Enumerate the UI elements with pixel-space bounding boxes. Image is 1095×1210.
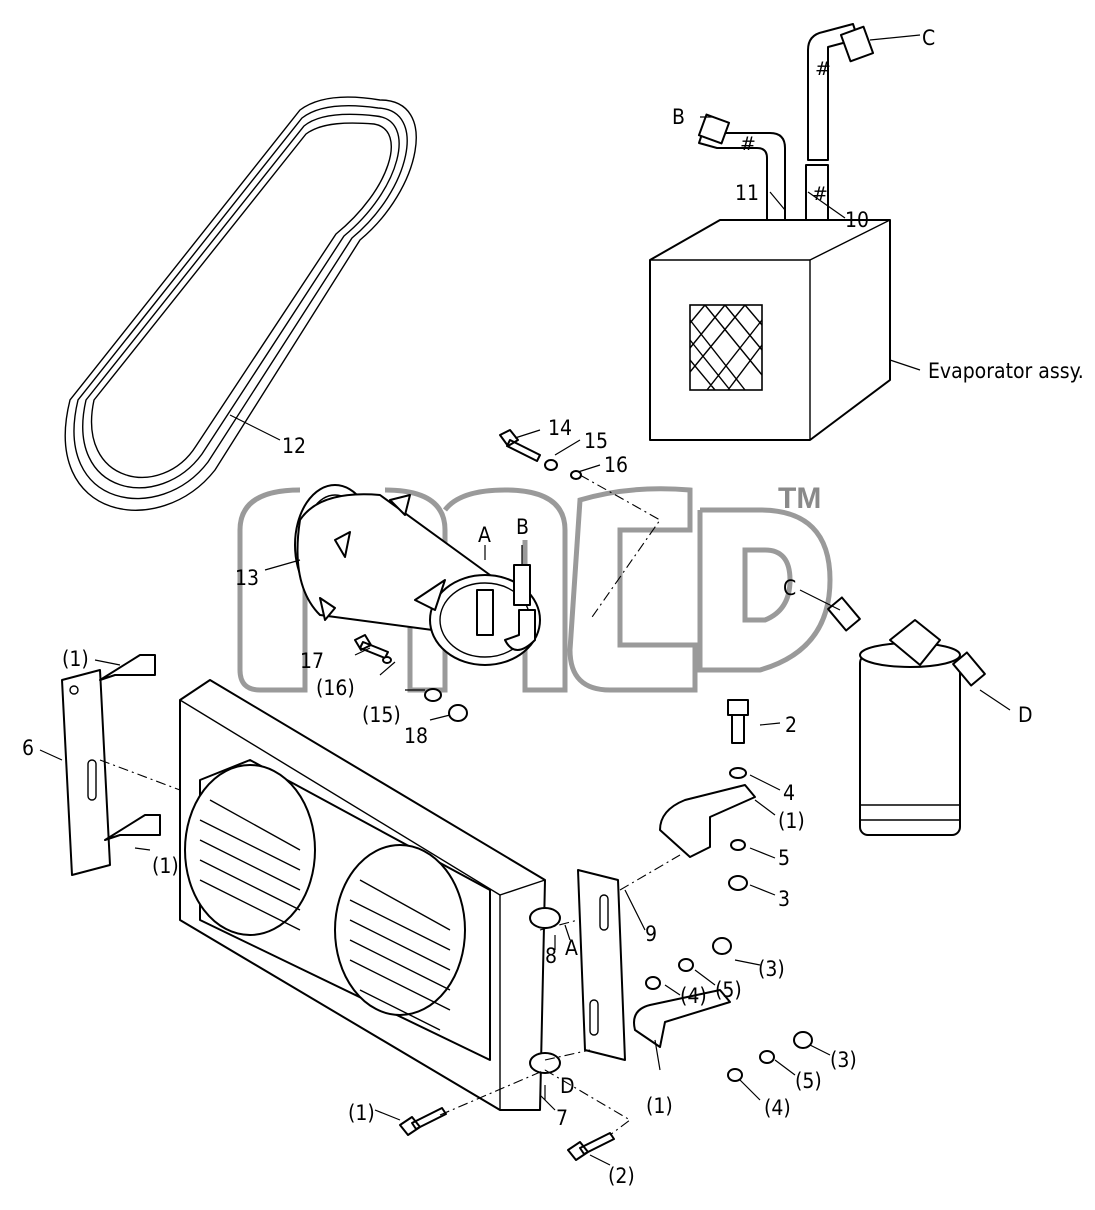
bolt-17	[354, 634, 389, 659]
bracket-right-lower	[633, 989, 731, 1048]
label-6: 6	[22, 736, 34, 760]
label-4: 4	[783, 781, 795, 805]
label-15: 15	[584, 429, 608, 453]
label-16p: (16)	[316, 676, 355, 700]
label-4p-b: (4)	[764, 1096, 791, 1120]
nut-3	[728, 875, 748, 891]
washer-16	[570, 470, 582, 480]
bracket-9	[577, 869, 626, 1061]
nut-3a	[712, 937, 732, 955]
nut-3b	[793, 1031, 813, 1049]
label-2: 2	[785, 713, 797, 737]
evaporator-vent-grille	[689, 304, 763, 391]
label-5p-b: (5)	[795, 1069, 822, 1093]
label-9: 9	[645, 922, 657, 946]
bolt-2b	[567, 1132, 615, 1161]
label-4p-a: (4)	[680, 984, 707, 1008]
label-b-comp: B	[516, 515, 529, 539]
condenser	[179, 679, 546, 1111]
label-13: 13	[235, 566, 259, 590]
washer-15	[544, 459, 558, 471]
trademark-mark: TM	[778, 482, 821, 515]
label-3: 3	[778, 887, 790, 911]
label-10: 10	[845, 208, 869, 232]
washer-4	[729, 767, 747, 779]
drive-belt	[64, 96, 417, 511]
label-3p-a: (3)	[758, 957, 785, 981]
label-3p-b: (3)	[830, 1048, 857, 1072]
label-18: 18	[404, 724, 428, 748]
label-11: 11	[735, 181, 759, 205]
lockwasher-5a	[678, 958, 694, 972]
label-5: 5	[778, 846, 790, 870]
bracket-right-upper	[659, 784, 756, 858]
label-16: 16	[604, 453, 628, 477]
receiver-drier	[827, 596, 986, 836]
label-15p: (15)	[362, 703, 401, 727]
bolt-2	[727, 699, 749, 744]
fitting-8	[529, 907, 561, 929]
label-1-bracket-top: (1)	[62, 647, 89, 671]
svg-text:#: #	[812, 183, 828, 205]
label-evaporator: Evaporator assy.	[928, 359, 1084, 383]
washer-4a	[645, 976, 661, 990]
label-c-drier: C	[783, 576, 796, 600]
leader-lines	[39, 34, 1011, 1166]
label-b-top: B	[672, 105, 685, 129]
svg-text:#: #	[815, 58, 831, 80]
bolt-14	[499, 429, 541, 462]
label-2-bolt: (2)	[608, 1164, 635, 1188]
svg-text:#: #	[740, 133, 756, 155]
label-7: 7	[556, 1106, 568, 1130]
bracket-6	[61, 654, 161, 876]
compressor	[294, 484, 541, 666]
washer-16b	[382, 656, 392, 664]
label-a-cond: A	[565, 936, 578, 960]
label-1-right-bracket: (1)	[778, 809, 805, 833]
label-d-drier: D	[1018, 703, 1033, 727]
label-1-lower-bracket: (1)	[646, 1094, 673, 1118]
label-14: 14	[548, 416, 572, 440]
label-1-bolt: (1)	[348, 1101, 375, 1125]
label-5p-a: (5)	[715, 978, 742, 1002]
nut-18	[448, 704, 468, 722]
label-8: 8	[545, 944, 557, 968]
label-17: 17	[300, 649, 324, 673]
label-d-cond: D	[560, 1074, 575, 1098]
label-1-bracket-bottom: (1)	[152, 854, 179, 878]
lockwasher-5b	[759, 1050, 775, 1064]
watermark-logo: TM	[237, 482, 833, 693]
washer-15b	[424, 688, 442, 702]
label-a-comp: A	[478, 523, 491, 547]
label-12: 12	[282, 434, 306, 458]
label-c-top: C	[922, 26, 935, 50]
washer-4b	[727, 1068, 743, 1082]
evaporator-assy	[649, 219, 891, 441]
bolt-1	[399, 1107, 447, 1136]
lockwasher-5	[730, 839, 746, 851]
